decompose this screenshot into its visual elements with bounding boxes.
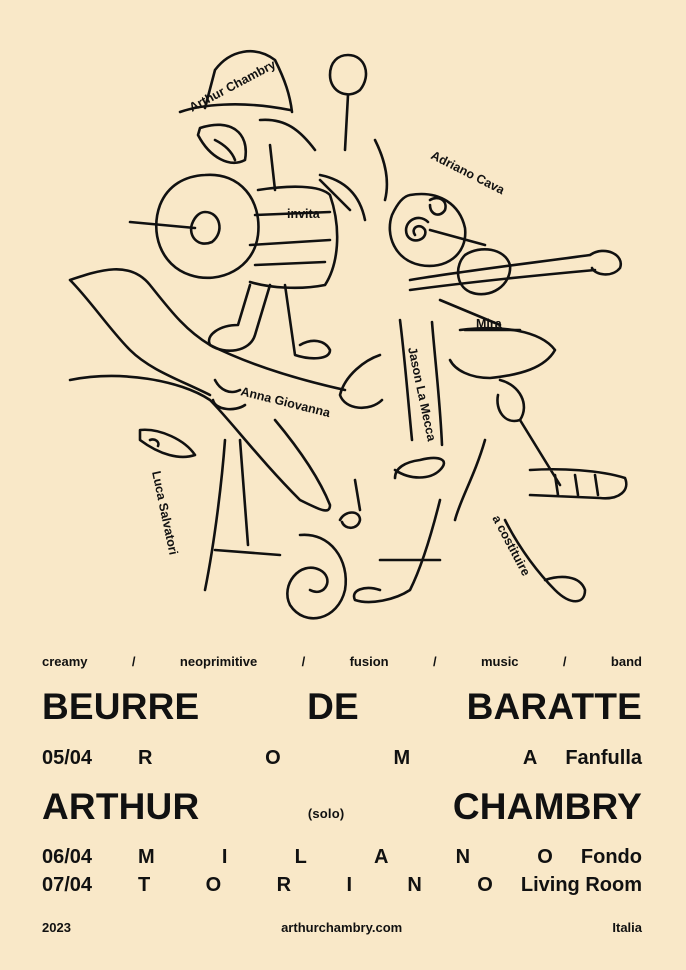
artist-first: ARTHUR [42, 786, 200, 827]
label-a-costituire: a costituire [489, 513, 533, 578]
tag-neoprimitive: neoprimitive [179, 654, 258, 669]
stroke-joins [211, 378, 282, 557]
tag-separator: / [131, 654, 136, 669]
tag-separator: / [562, 654, 567, 669]
drum-inner [128, 210, 221, 245]
show-date: 06/04 [42, 846, 93, 868]
ear-shape [196, 123, 248, 165]
label-jason-la-mecca: Jason La Mecca [405, 346, 439, 444]
left-bottom-figure [68, 374, 332, 512]
tag-fusion: fusion [349, 654, 389, 669]
city-letter: A [374, 846, 389, 868]
city-letter: R [276, 874, 292, 896]
city-letter: M [393, 747, 411, 769]
big-stroke [68, 268, 347, 397]
footer-country: Italia [612, 920, 642, 935]
city-letter: T [138, 874, 151, 896]
artist-last: CHAMBRY [452, 786, 642, 827]
drawing-labels: Arthur Chambry invita Adriano Cava Mira … [149, 57, 533, 578]
label-arthur-chambry: Arthur Chambry [187, 57, 278, 114]
city-letter: O [537, 846, 553, 868]
poster-illustration [68, 50, 628, 620]
show-roma: 05/04 R O M A Fanfulla [42, 747, 642, 770]
city-letter: N [407, 874, 422, 896]
spiral-head [388, 192, 467, 268]
city-letter: L [294, 846, 307, 868]
band-word-3: BARATTE [466, 686, 642, 727]
body-blob [248, 178, 352, 290]
artist-note: (solo) [307, 805, 345, 821]
right-arm [518, 418, 628, 500]
left-leg [203, 438, 250, 592]
label-mira: Mira [476, 317, 503, 331]
city-letter: O [477, 874, 493, 896]
show-city: R O M A [138, 747, 537, 770]
hat-brim [258, 118, 317, 192]
bottom-mid [352, 456, 446, 604]
torso-mid [338, 318, 444, 447]
show-milano: 06/04 M I L A N O Fondo [42, 846, 642, 869]
show-city: M I L A N O [138, 846, 553, 869]
footer-year: 2023 [42, 920, 71, 935]
right-legs [453, 438, 587, 603]
city-letter: N [455, 846, 471, 868]
label-anna-giovanna: Anna Giovanna [239, 384, 332, 420]
show-venue: Fondo [580, 846, 642, 868]
tag-band: band [610, 654, 642, 669]
tag-creamy: creamy [42, 654, 88, 669]
spiral-bottom [286, 533, 348, 620]
artist-name: ARTHUR (solo) CHAMBRY [42, 786, 642, 828]
city-letter: M [138, 846, 155, 868]
band-name: BEURRE DE BARATTE [42, 686, 642, 728]
footer: 2023 arthurchambry.com Italia [42, 920, 642, 935]
balloon-head [328, 53, 368, 152]
genre-tags: creamy / neoprimitive / fusion / music /… [42, 654, 642, 669]
tag-separator: / [432, 654, 437, 669]
show-venue: Living Room [520, 874, 642, 896]
show-date: 05/04 [42, 747, 93, 769]
label-luca-salvatori: Luca Salvatori [149, 470, 180, 556]
city-letter: R [138, 747, 153, 769]
drum-left [155, 173, 260, 280]
label-invita: invita [287, 207, 321, 221]
tag-separator: / [301, 654, 306, 669]
guitar-neck [408, 249, 623, 292]
city-letter: A [522, 747, 538, 769]
city-letter: O [265, 747, 281, 769]
hair-lines [318, 138, 447, 222]
city-letter: O [205, 874, 222, 896]
footer-website[interactable]: arthurchambry.com [281, 920, 403, 935]
cross-lines [338, 478, 442, 562]
eye-shape [138, 428, 197, 459]
line-drawing [68, 50, 628, 620]
city-letter: I [221, 846, 228, 868]
guitar-body [456, 247, 512, 296]
city-letter: I [346, 874, 353, 896]
band-word-2: DE [307, 686, 359, 727]
show-date: 07/04 [42, 874, 93, 896]
show-torino: 07/04 T O R I N O Living Room [42, 874, 642, 897]
show-city: T O R I N O [138, 874, 493, 897]
show-venue: Fanfulla [565, 747, 642, 769]
hat-outline [178, 50, 294, 114]
tag-music: music [480, 654, 519, 669]
band-word-1: BEURRE [42, 686, 200, 727]
label-adriano-cava: Adriano Cava [429, 148, 508, 198]
